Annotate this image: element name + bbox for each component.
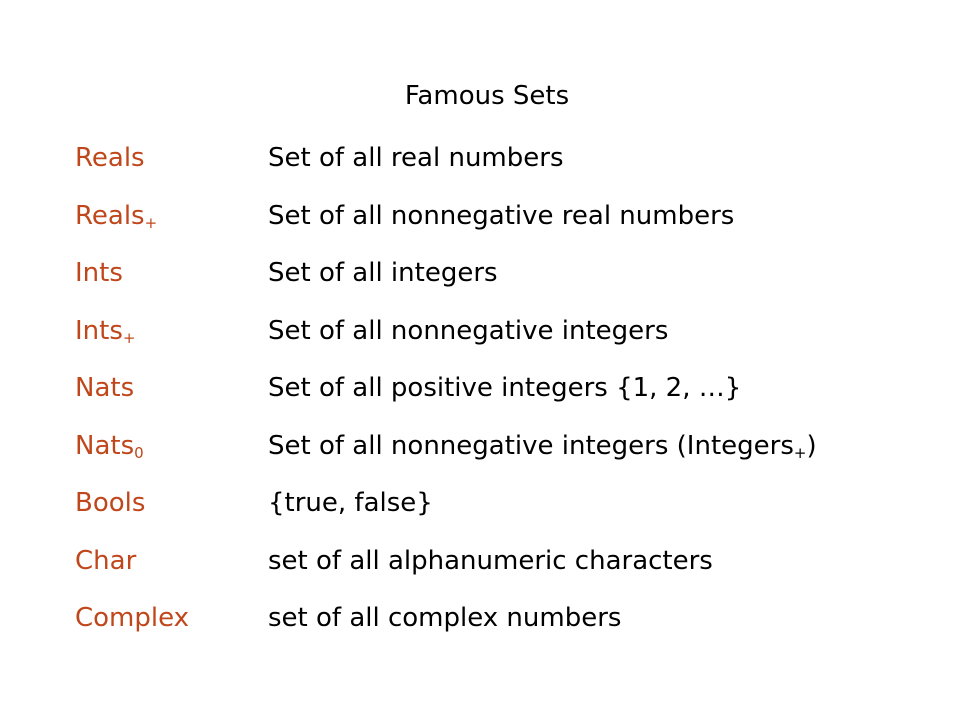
definition-ints: Set of all integers [268,253,498,293]
definition-reals: Set of all real numbers [268,138,563,178]
term-char: Char [75,541,136,581]
term-reals-plus: Reals+ [75,196,157,236]
definition-nats: Set of all positive integers {1, 2, …} [268,368,741,408]
definition-text: set of all complex numbers [268,603,622,633]
definition-bools: {true, false} [268,483,433,523]
term-text: Reals [75,200,145,231]
definition-text: Set of all nonnegative integers [268,315,669,346]
definition-list: Reals Set of all real numbers Reals+ Set… [75,138,945,656]
term-bools: Bools [75,483,145,523]
list-item: Complex set of all complex numbers [75,598,945,656]
definition-char: set of all alphanumeric characters [268,541,713,581]
term-text: Nats [75,373,135,403]
term-text: Complex [75,603,190,633]
list-item: Char set of all alphanumeric characters [75,541,945,599]
definition-subscript: + [793,443,807,462]
definition-text: Set of all real numbers [268,143,564,173]
list-item: Ints+ Set of all nonnegative integers [75,311,945,369]
term-reals: Reals [75,138,145,178]
definition-text: Set of all positive integers {1, 2, …} [268,373,742,403]
term-subscript: + [122,328,136,347]
definition-complex: set of all complex numbers [268,598,621,638]
term-complex: Complex [75,598,189,638]
list-item: Reals+ Set of all nonnegative real numbe… [75,196,945,254]
term-text: Ints [75,258,123,288]
slide-title: Famous Sets [404,81,570,111]
term-subscript: + [144,213,158,232]
list-item: Bools {true, false} [75,483,945,541]
definition-text: set of all alphanumeric characters [268,545,713,576]
term-nats: Nats [75,368,134,408]
term-ints-plus: Ints+ [75,311,135,351]
definition-reals-plus: Set of all nonnegative real numbers [268,196,734,236]
definition-text: Set of all nonnegative real numbers [268,200,735,231]
list-item: Nats0 Set of all nonnegative integers (I… [75,426,945,484]
term-text: Nats [75,430,135,461]
list-item: Ints Set of all integers [75,253,945,311]
definition-text: Set of all integers [268,258,498,288]
definition-text: Set of all nonnegative integers (Integer… [268,430,794,461]
term-subscript: 0 [134,443,144,462]
definition-ints-plus: Set of all nonnegative integers [268,311,668,351]
definition-text: {true, false} [268,488,433,518]
definition-nats-zero: Set of all nonnegative integers (Integer… [268,426,817,466]
list-item: Reals Set of all real numbers [75,138,945,196]
term-text: Char [75,545,137,576]
term-ints: Ints [75,253,123,293]
term-text: Reals [75,143,145,173]
term-nats-zero: Nats0 [75,426,144,466]
term-text: Bools [75,488,146,518]
term-text: Ints [75,315,123,346]
list-item: Nats Set of all positive integers {1, 2,… [75,368,945,426]
definition-tail: ) [806,430,817,461]
